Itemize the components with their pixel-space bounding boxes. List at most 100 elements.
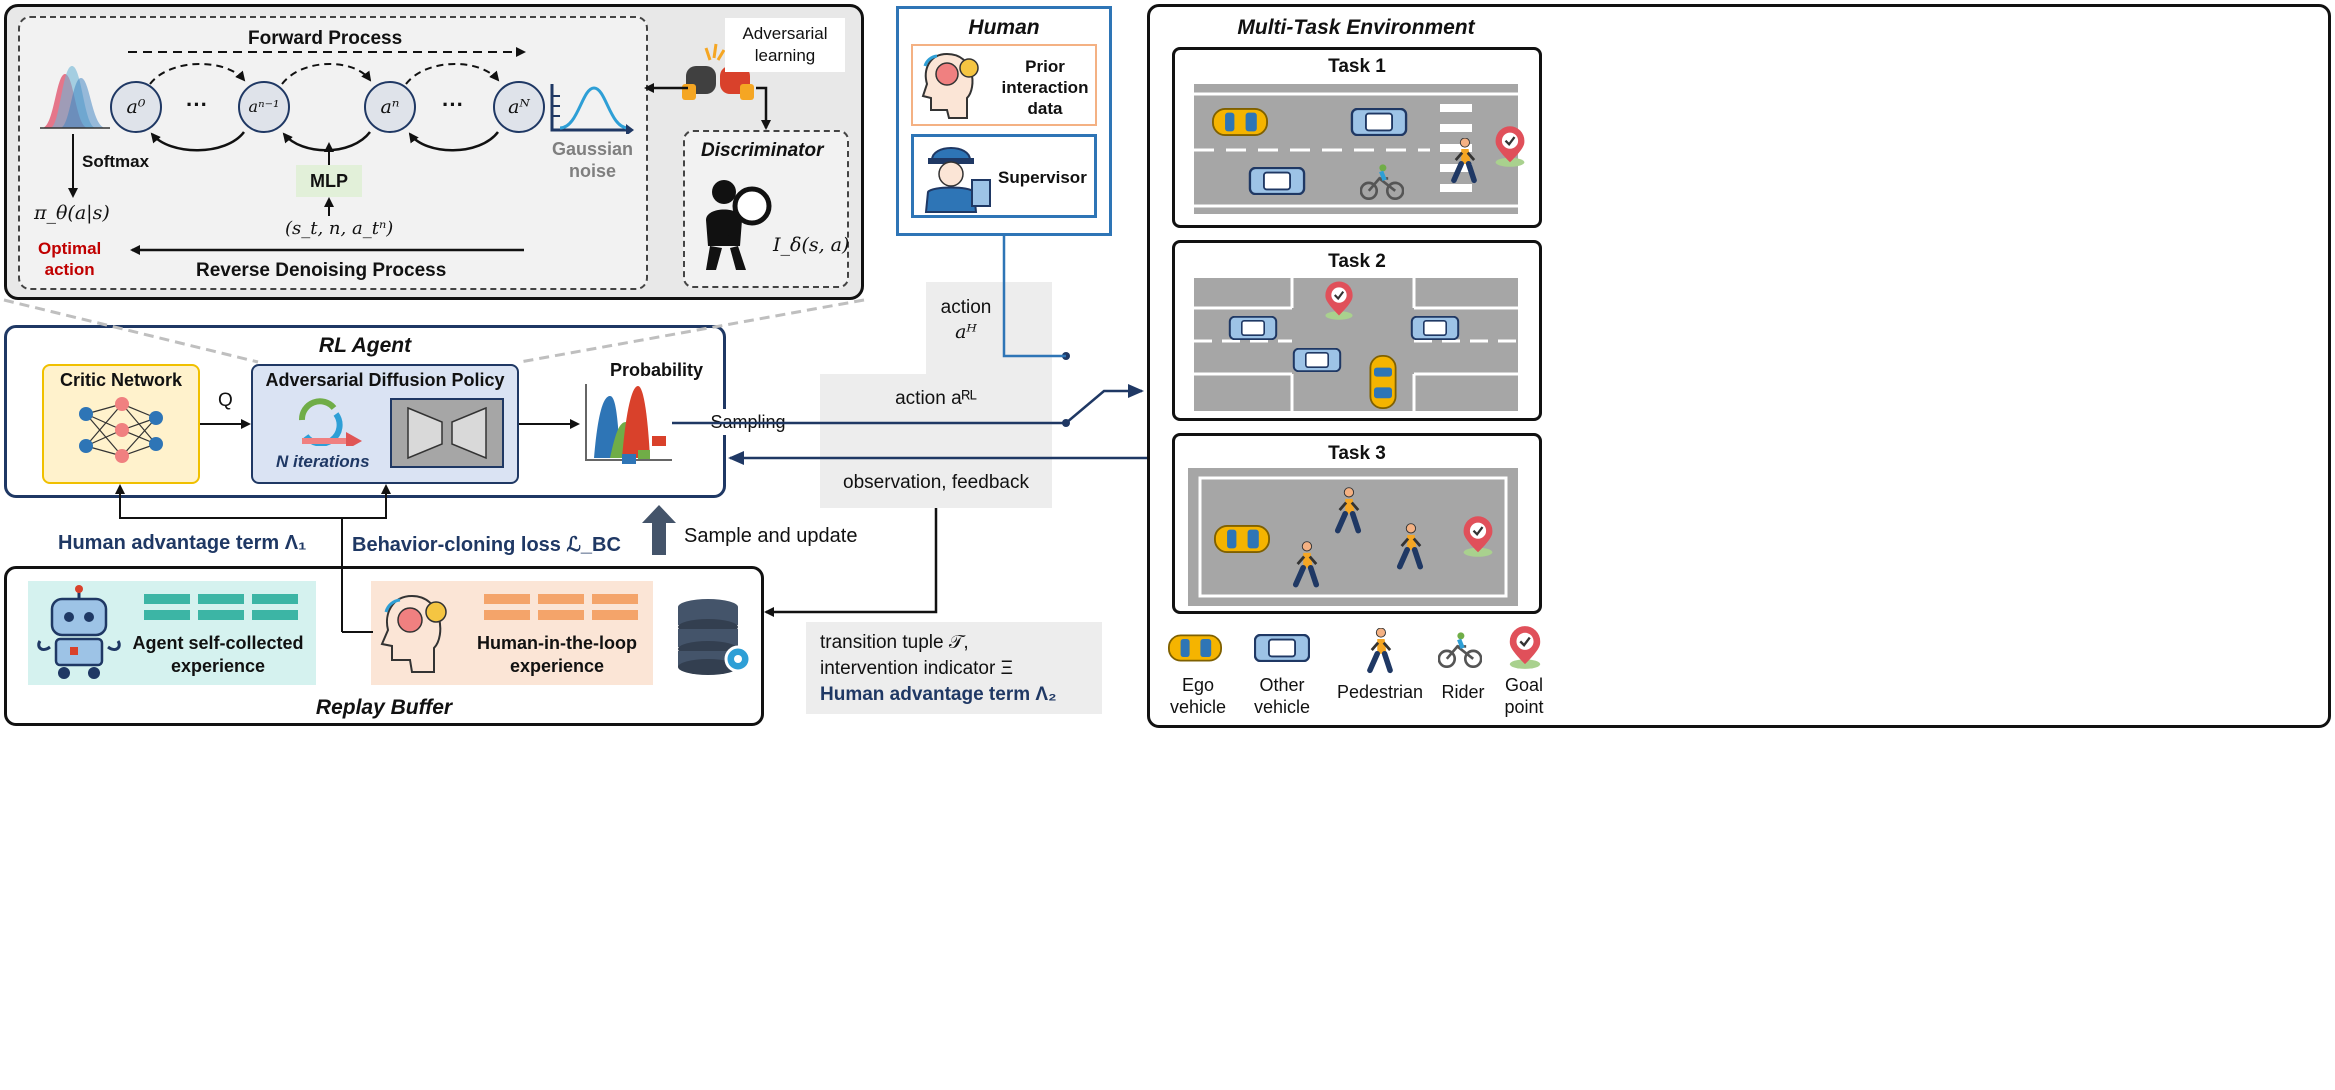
node-a0-label: a⁰ <box>126 96 146 118</box>
agent-exp-line-1: Agent self-collected <box>132 633 304 653</box>
transition-line-2: intervention indicator Ξ <box>820 658 1013 679</box>
mlp-box: MLP <box>296 165 362 197</box>
mlp-label: MLP <box>310 171 348 191</box>
diffusion-inner-panel <box>18 16 648 290</box>
optimal-line-2: action <box>44 260 95 279</box>
adversarial-line-1: Adversarial <box>742 24 828 43</box>
arc-fwd-2 <box>281 63 372 85</box>
probability-label: Probability <box>610 360 704 380</box>
dots-1: ··· <box>186 92 208 117</box>
legend-goal-line-2: point <box>1504 697 1544 717</box>
mlp-input: (s_t, n, a_tⁿ) <box>285 218 394 239</box>
node-aN-label: aᴺ <box>508 96 530 118</box>
arc-rev-2 <box>282 131 371 152</box>
policy-pi: π_θ(a|s) <box>34 202 110 224</box>
arc-rev-1 <box>150 131 245 152</box>
bc-loss-label: Behavior-cloning loss ℒ_BC <box>352 534 621 556</box>
probability-chart-icon <box>585 384 672 464</box>
action-human-label: action aᴴ <box>926 296 1006 344</box>
optimal-action-label: Optimal action <box>38 238 101 280</box>
transition-label: transition tuple 𝒯, intervention indicat… <box>820 630 1057 708</box>
adversarial-diffusion-policy-label: Adversarial Diffusion Policy <box>265 370 505 390</box>
adversarial-learning-box: Adversarial learning <box>725 18 845 72</box>
node-an: aⁿ <box>364 81 416 133</box>
arc-rev-3 <box>408 131 499 152</box>
adversarial-line-2: learning <box>754 46 816 65</box>
environment-title: Multi-Task Environment <box>1237 16 1475 39</box>
gaussian-line-2: noise <box>569 161 617 181</box>
human-adv-feedback-line <box>115 484 343 632</box>
legend-pedestrian-label: Pedestrian <box>1336 682 1424 702</box>
task3-title: Task 3 <box>1328 443 1386 464</box>
agent-buffer-stripes <box>144 594 298 620</box>
action-human-box <box>926 282 1052 376</box>
iterations-label: N iterations <box>276 452 370 472</box>
node-an-1-label: aⁿ⁻¹ <box>248 97 280 116</box>
legend-other-line-1: Other <box>1259 675 1305 695</box>
iterations-text: iterations <box>288 452 370 471</box>
task3-scene <box>1198 476 1508 598</box>
node-aN: aᴺ <box>493 81 545 133</box>
brain-head-icon <box>921 52 979 119</box>
legend-ego-line-1: Ego <box>1181 675 1215 695</box>
distribution-icon <box>40 66 110 129</box>
task1-title: Task 1 <box>1328 56 1386 77</box>
detective-icon <box>706 180 772 270</box>
agent-exp-line-2: experience <box>170 656 266 676</box>
agent-experience-label: Agent self-collected experience <box>120 632 316 678</box>
zoom-line-left <box>3 298 259 364</box>
legend-goal-label: Goal point <box>1494 674 1554 718</box>
human-title: Human <box>968 16 1040 39</box>
softmax-label: Softmax <box>82 152 150 171</box>
critic-network-label: Critic Network <box>59 370 183 390</box>
arc-fwd-1 <box>149 63 246 85</box>
human-advantage-1: Human advantage term Λ₁ <box>58 532 307 554</box>
iterations-n: N <box>276 452 289 471</box>
zoom-line-right <box>519 298 865 364</box>
q-label: Q <box>218 390 233 411</box>
task2-scene <box>1194 278 1518 411</box>
legend-icons <box>1168 626 1542 670</box>
legend-goal-line-1: Goal <box>1504 675 1544 695</box>
arc-fwd-3 <box>405 63 500 85</box>
prior-line-1: Prior <box>1025 57 1065 76</box>
transition-to-buffer-arrow <box>764 508 938 617</box>
optimal-line-1: Optimal <box>38 239 102 258</box>
forward-process-label: Forward Process <box>248 28 403 49</box>
discriminator-function: I_δ(s, a) <box>773 234 850 256</box>
legend-rider-label: Rider <box>1441 682 1485 702</box>
supervisor-label: Supervisor <box>998 168 1087 187</box>
human-advantage-2: Human advantage term Λ₂ <box>820 684 1057 705</box>
action-rl-label: action aᴿᴸ <box>895 388 977 409</box>
gaussian-line-1: Gaussian <box>552 139 634 159</box>
discriminator-label: Discriminator <box>701 140 824 161</box>
supervisor-icon <box>924 147 991 213</box>
prior-line-3: data <box>1027 99 1063 118</box>
replay-buffer-title: Replay Buffer <box>315 696 453 719</box>
legend-other-label: Other vehicle <box>1244 674 1320 718</box>
observation-label: observation, feedback <box>843 472 1029 493</box>
prior-data-label: Prior interaction data <box>990 56 1100 119</box>
switch-line <box>1065 384 1144 424</box>
neural-network-icon <box>79 397 163 463</box>
prior-line-2: interaction <box>1001 78 1089 97</box>
task1-scene <box>1194 92 1526 208</box>
human-experience-label: Human-in-the-loop experience <box>462 632 652 678</box>
node-a0: a⁰ <box>110 81 162 133</box>
legend-ego-label: Ego vehicle <box>1160 674 1236 718</box>
robot-icon <box>37 585 121 679</box>
observation-box <box>820 458 1052 508</box>
node-an-1: aⁿ⁻¹ <box>238 81 290 133</box>
action-rl-box <box>820 374 1052 464</box>
transition-box <box>806 622 1102 714</box>
task2-title: Task 2 <box>1328 251 1386 272</box>
encoder-decoder-icon <box>407 406 487 460</box>
legend-ego-line-2: vehicle <box>1169 697 1227 717</box>
human-exp-line-2: experience <box>509 656 605 676</box>
reverse-process-label: Reverse Denoising Process <box>196 260 447 281</box>
cycle-arrow-icon <box>299 398 362 446</box>
database-icon <box>678 599 752 675</box>
rl-agent-title: RL Agent <box>318 334 412 357</box>
transition-line-1: transition tuple 𝒯, <box>820 632 969 653</box>
